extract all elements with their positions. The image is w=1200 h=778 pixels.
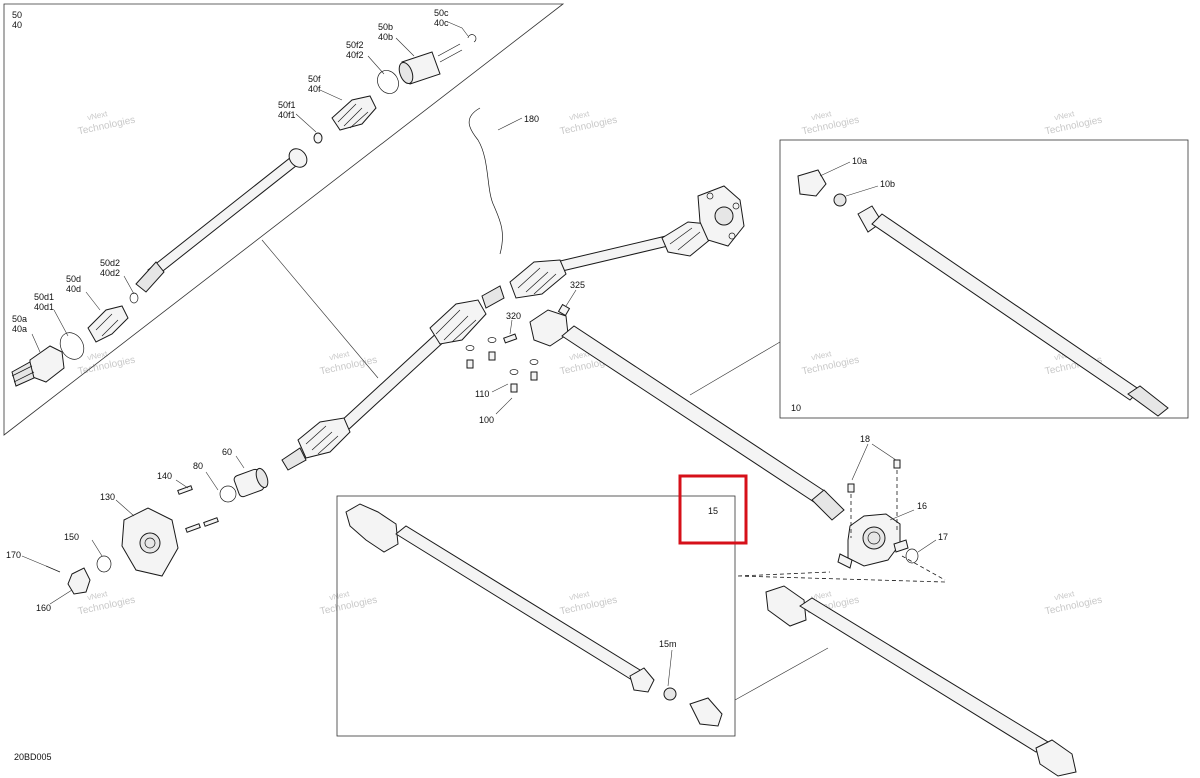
- callout-325: 325: [570, 280, 585, 290]
- callout-60: 60: [222, 447, 232, 457]
- callout-50c-40c: 50c: [434, 8, 449, 18]
- callout-50a-40a: 50a: [12, 314, 27, 324]
- explode-guide-lines: [737, 571, 946, 583]
- watermark: vNext Technologies: [559, 589, 618, 617]
- callout-50a-40a: 40a: [12, 324, 27, 334]
- callout-110: 110: [475, 389, 489, 399]
- svg-text:vNext: vNext: [568, 349, 591, 362]
- svg-text:vNext: vNext: [86, 589, 109, 602]
- svg-text:vNext: vNext: [810, 589, 833, 602]
- svg-text:vNext: vNext: [1053, 589, 1076, 602]
- callout-50d-40d: 50d: [66, 274, 81, 284]
- callout-150: 150: [64, 532, 79, 542]
- callout-17: 17: [938, 532, 948, 542]
- callout-50d1-40d1: 40d1: [34, 302, 54, 312]
- svg-text:vNext: vNext: [1053, 109, 1076, 122]
- callout-10a: 10a: [852, 156, 867, 166]
- front-shaft-detail-boundary: [3, 3, 565, 436]
- callout-50d2-40d2: 50d2: [100, 258, 120, 268]
- watermark: vNext Technologies: [319, 589, 378, 617]
- rear-shaft-lower: [765, 585, 1077, 777]
- callout-180: 180: [524, 114, 539, 124]
- callout-50-40: 40: [12, 20, 22, 30]
- callout-140: 140: [157, 471, 172, 481]
- callout-18: 18: [860, 434, 870, 444]
- detail-box-10: [779, 139, 1189, 419]
- watermark: vNext Technologies: [1044, 109, 1103, 137]
- svg-text:vNext: vNext: [810, 349, 833, 362]
- hose-180: [468, 107, 503, 255]
- callout-80: 80: [193, 461, 203, 471]
- callout-50f1-40f1: 50f1: [278, 100, 296, 110]
- watermark: vNext Technologies: [319, 349, 378, 377]
- callout-50-40: 50: [12, 10, 22, 20]
- detail-box-15: [336, 495, 736, 737]
- fasteners-center: [465, 303, 571, 393]
- callout-100: 100: [479, 415, 494, 425]
- callout-320: 320: [506, 311, 521, 321]
- callout-170: 170: [6, 550, 21, 560]
- svg-text:vNext: vNext: [86, 349, 109, 362]
- watermark: vNext Technologies: [77, 109, 136, 137]
- callout-16: 16: [917, 501, 927, 511]
- shaft-detail-10: [797, 169, 1169, 417]
- callout-50d1-40d1: 50d1: [34, 292, 54, 302]
- diagram-code: 20BD005: [14, 752, 52, 762]
- center-bearing-16: [837, 459, 919, 569]
- watermark-layer: vNext Technologies vNext Technologies vN…: [77, 109, 1103, 617]
- watermark: vNext Technologies: [559, 109, 618, 137]
- callout-160: 160: [36, 603, 51, 613]
- highlight-box: [678, 474, 748, 545]
- callout-50f1-40f1: 40f1: [278, 110, 296, 120]
- callout-50c-40c: 40c: [434, 18, 449, 28]
- callout-50b-40b: 50b: [378, 22, 393, 32]
- callout-50f2-40f2: 40f2: [346, 50, 364, 60]
- svg-text:vNext: vNext: [86, 109, 109, 122]
- callout-50f-40f: 50f: [308, 74, 321, 84]
- svg-text:vNext: vNext: [810, 109, 833, 122]
- detail-connector-line: [261, 239, 379, 379]
- watermark: vNext Technologies: [801, 109, 860, 137]
- callout-labels: 50 40 50c 40c 50b 40b 50f2 40f2 50f 40f …: [6, 8, 948, 762]
- main-rear-shaft: [509, 185, 745, 299]
- callout-50d-40d: 40d: [66, 284, 81, 294]
- leader-lines: [21, 21, 937, 687]
- callout-10: 10: [791, 403, 801, 413]
- callout-50d2-40d2: 40d2: [100, 268, 120, 278]
- watermark: vNext Technologies: [1044, 589, 1103, 617]
- callout-15: 15: [708, 506, 718, 516]
- svg-text:vNext: vNext: [568, 589, 591, 602]
- callout-50f-40f: 40f: [308, 84, 321, 94]
- callout-130: 130: [100, 492, 115, 502]
- shaft-detail-15: [345, 503, 723, 727]
- explode-guide-lines: [901, 555, 946, 581]
- callout-50f2-40f2: 50f2: [346, 40, 364, 50]
- callout-10b: 10b: [880, 179, 895, 189]
- front-drive-shaft-assembly: [11, 34, 477, 387]
- svg-text:vNext: vNext: [568, 109, 591, 122]
- propeller-shaft: [529, 309, 845, 521]
- callout-50b-40b: 40b: [378, 32, 393, 42]
- svg-text:vNext: vNext: [328, 349, 351, 362]
- main-front-shaft: [281, 285, 505, 471]
- detail-connector-line: [734, 647, 829, 701]
- watermark: vNext Technologies: [801, 349, 860, 377]
- callout-15m: 15m: [659, 639, 677, 649]
- svg-text:vNext: vNext: [328, 589, 351, 602]
- hub-assembly: [45, 467, 269, 595]
- detail-connector-line: [689, 341, 781, 396]
